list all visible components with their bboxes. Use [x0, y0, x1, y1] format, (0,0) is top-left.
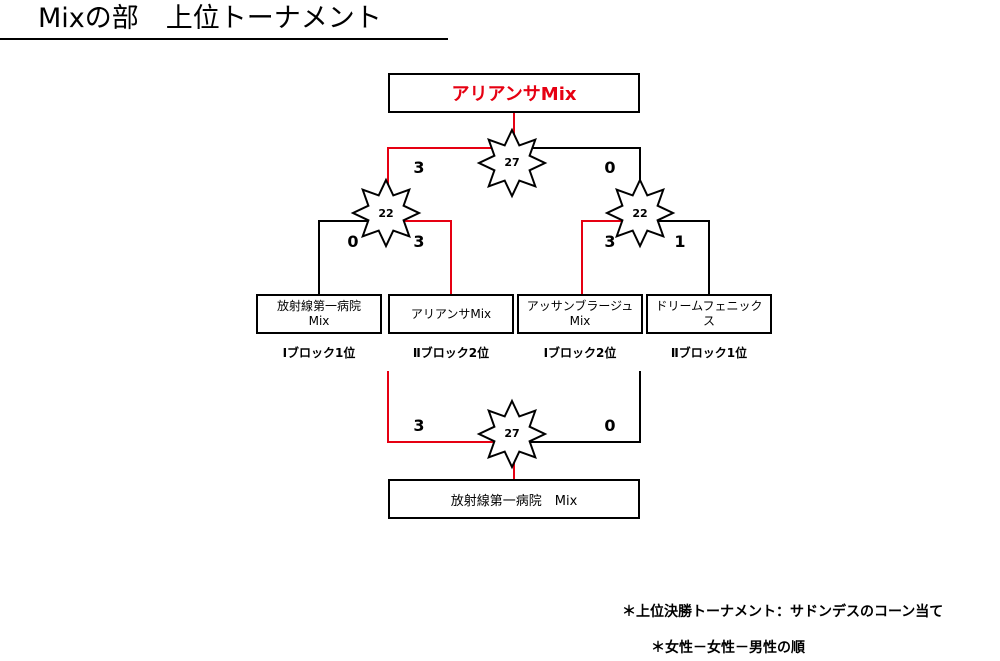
- third-right-line: [514, 371, 641, 443]
- semi-right-score-left: 3: [604, 232, 616, 251]
- semi-right-left-line: [581, 220, 640, 294]
- team-box-1: 放射線第一病院 Mix: [256, 294, 382, 334]
- note-order: ＊女性－女性－男性の順: [651, 640, 805, 656]
- court-star-shape: [476, 398, 548, 470]
- team-box-2: アリアンサMix: [388, 294, 514, 334]
- champion-name: アリアンサMix: [451, 84, 577, 105]
- third-left-line: [387, 371, 514, 443]
- team-3-name: アッサンブラージュ: [526, 299, 634, 313]
- court-star-shape: [350, 177, 422, 249]
- final-score-left: 3: [413, 158, 425, 177]
- court-star-semi-left: [350, 177, 422, 249]
- team-2-name: アリアンサMix: [410, 306, 492, 321]
- semi-left-right-line: [388, 220, 452, 294]
- semi-left-court-number: 22: [378, 207, 393, 220]
- third-place-box: 放射線第一病院 Mix: [388, 479, 640, 519]
- third-place-name: 放射線第一病院 Mix: [450, 493, 578, 509]
- page-title: Mixの部 上位トーナメント: [38, 3, 382, 34]
- semi-left-score-right: 3: [413, 232, 425, 251]
- semi-left-score-left: 0: [347, 232, 359, 251]
- third-score-left: 3: [413, 416, 425, 435]
- final-score-right: 0: [604, 158, 616, 177]
- semi-right-right-line: [640, 220, 710, 294]
- note-rule: ＊上位決勝トーナメント：サドンデスのコーン当て: [622, 604, 944, 620]
- semi-right-score-right: 1: [674, 232, 686, 251]
- semi-right-court-number: 22: [632, 207, 647, 220]
- team-4-seed: Ⅱブロック1位: [670, 346, 748, 360]
- title-underline: [0, 38, 448, 40]
- court-star-third: [476, 398, 548, 470]
- final-left-line: [387, 147, 514, 197]
- team-1-name: 放射線第一病院: [276, 299, 361, 313]
- final-right-line: [514, 147, 641, 197]
- team-3-name-line2: Mix: [569, 314, 591, 328]
- final-court-number: 27: [504, 156, 519, 169]
- court-star-final: [476, 127, 548, 199]
- team-2-seed: Ⅱブロック2位: [412, 346, 490, 360]
- team-box-4: ドリームフェニックス: [646, 294, 772, 334]
- court-star-semi-right: [604, 177, 676, 249]
- team-3-seed: Ⅰブロック2位: [543, 346, 617, 360]
- court-star-shape: [476, 127, 548, 199]
- team-4-name: ドリームフェニックス: [655, 299, 763, 328]
- court-star-shape: [604, 177, 676, 249]
- semi-left-left-line: [318, 220, 388, 294]
- team-1-seed: Ⅰブロック1位: [282, 346, 356, 360]
- team-box-3: アッサンブラージュ Mix: [517, 294, 643, 334]
- team-1-name-line2: Mix: [308, 314, 330, 328]
- champion-box: アリアンサMix: [388, 73, 640, 113]
- third-court-number: 27: [504, 427, 519, 440]
- third-score-right: 0: [604, 416, 616, 435]
